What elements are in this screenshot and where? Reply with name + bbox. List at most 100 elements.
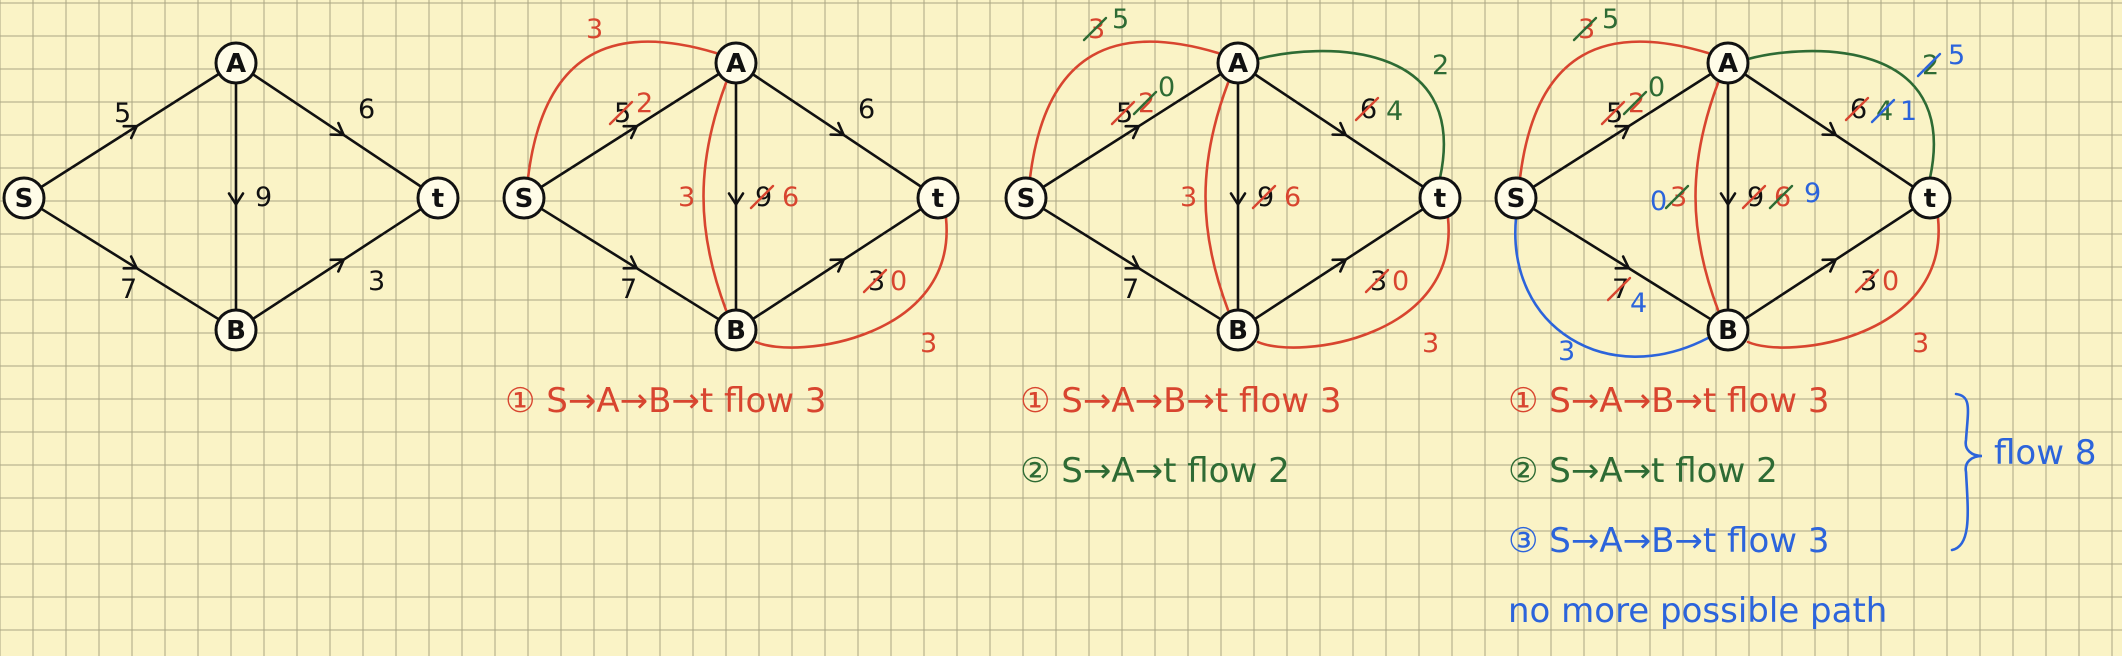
annotation-back_BA: 3	[1180, 182, 1197, 213]
edge-Bt	[1253, 207, 1425, 321]
strike-mark	[1251, 184, 1277, 210]
arrowhead	[727, 192, 745, 207]
strike-mark	[1364, 268, 1390, 294]
node-label-s: S	[1017, 184, 1036, 214]
strike-mark	[1664, 184, 1690, 210]
capacity-label-At: 6	[1850, 94, 1867, 125]
arc-t-to-B	[1256, 216, 1450, 349]
arc-t-to-A	[1256, 49, 1446, 180]
annotation-back_tA2: 5	[1948, 40, 1965, 71]
node-s	[1004, 176, 1048, 220]
strike-mark	[1768, 184, 1794, 210]
edge-sA	[539, 72, 721, 189]
node-B	[714, 308, 758, 352]
annotation-back_tA: 2	[1432, 50, 1449, 81]
arc-t-to-B	[1746, 216, 1940, 349]
capacity-label-sA: 5	[614, 98, 631, 129]
annotation-sA_new: 2	[1628, 88, 1645, 119]
edge-Bt	[751, 207, 923, 321]
annotation-sA_new2: 0	[1648, 72, 1665, 103]
edge-At	[251, 72, 423, 189]
arc-A-to-s	[1028, 40, 1220, 180]
path-note-1: ① S→A→B→t flow 3	[505, 381, 827, 421]
path-note-1: ① S→A→B→t flow 3	[1020, 381, 1342, 421]
capacity-label-Bt: 3	[1860, 266, 1877, 297]
strike-mark	[1110, 100, 1136, 126]
annotation-back_As: 3	[1088, 14, 1105, 45]
arrowhead	[329, 258, 346, 273]
arrowhead	[122, 255, 139, 270]
annotation-Bt_new: 0	[1882, 266, 1899, 297]
arrowhead	[1331, 121, 1348, 137]
node-label-A: A	[726, 49, 746, 79]
node-A	[714, 41, 758, 85]
strike-mark	[1082, 16, 1108, 42]
arc-t-to-A	[1746, 49, 1936, 180]
node-s	[2, 176, 46, 220]
node-label-A: A	[1228, 49, 1248, 79]
capacity-label-Bt: 3	[868, 266, 885, 297]
edge-sA	[39, 72, 221, 189]
arrowhead	[1229, 192, 1247, 207]
capacity-label-Bt: 3	[368, 266, 385, 297]
strike-mark	[1916, 52, 1942, 78]
edge-sB	[39, 207, 221, 321]
arrowhead	[227, 192, 245, 207]
edge-sA	[1531, 72, 1713, 189]
capacity-label-sA: 5	[1606, 98, 1623, 129]
node-label-B: B	[226, 316, 246, 346]
arrowhead	[122, 124, 139, 140]
total-brace	[1950, 392, 1983, 552]
arrowhead	[829, 258, 846, 273]
node-label-s: S	[15, 184, 34, 214]
edge-At	[1743, 72, 1915, 189]
arrowhead	[622, 255, 639, 270]
edge-sB	[1531, 207, 1713, 321]
annotation-sA_new: 2	[1138, 88, 1155, 119]
annotation-Bt_new: 0	[1392, 266, 1409, 297]
total-flow: flow 8	[1994, 433, 2096, 473]
path-note-3: ③ S→A→B→t flow 3	[1508, 521, 1830, 561]
edge-sA	[1041, 72, 1223, 189]
capacity-label-sB: 7	[1122, 274, 1139, 305]
annotation-back_As: 3	[1578, 14, 1595, 45]
annotation-back_As: 3	[586, 14, 603, 45]
capacity-label-At: 6	[1360, 94, 1377, 125]
node-label-t: t	[432, 184, 444, 214]
annotation-back_As2: 5	[1602, 4, 1619, 35]
annotation-AB_new: 6	[1774, 182, 1791, 213]
strike-mark	[749, 184, 775, 210]
annotation-AB_new2: 9	[1804, 178, 1821, 209]
arc-t-to-B	[754, 216, 948, 349]
edge-sB	[539, 207, 721, 321]
strike-mark	[1606, 276, 1632, 302]
capacity-label-Bt: 3	[1370, 266, 1387, 297]
arrowhead	[829, 121, 846, 137]
edge-sB	[1041, 207, 1223, 321]
annotation-At_new2: 1	[1900, 96, 1917, 127]
capacity-label-AB: 9	[1747, 182, 1764, 213]
node-label-t: t	[932, 184, 944, 214]
annotation-back_tB: 3	[1912, 328, 1929, 359]
strike-mark	[608, 100, 634, 126]
capacity-label-sB: 7	[620, 274, 637, 305]
capacity-label-AB: 9	[1257, 182, 1274, 213]
arrowhead	[1124, 124, 1141, 140]
path-note-4: no more possible path	[1508, 591, 1887, 631]
strike-mark	[1572, 16, 1598, 42]
arrowhead	[1331, 258, 1348, 273]
annotation-back_tB: 3	[1422, 328, 1439, 359]
capacity-label-AB: 9	[755, 182, 772, 213]
path-note-2: ② S→A→t flow 2	[1020, 451, 1290, 491]
node-B	[1706, 308, 1750, 352]
annotation-sA_new2: 0	[1158, 72, 1175, 103]
strike-mark	[1132, 90, 1158, 116]
node-label-B: B	[1228, 316, 1248, 346]
annotation-back_tA: 2	[1922, 50, 1939, 81]
